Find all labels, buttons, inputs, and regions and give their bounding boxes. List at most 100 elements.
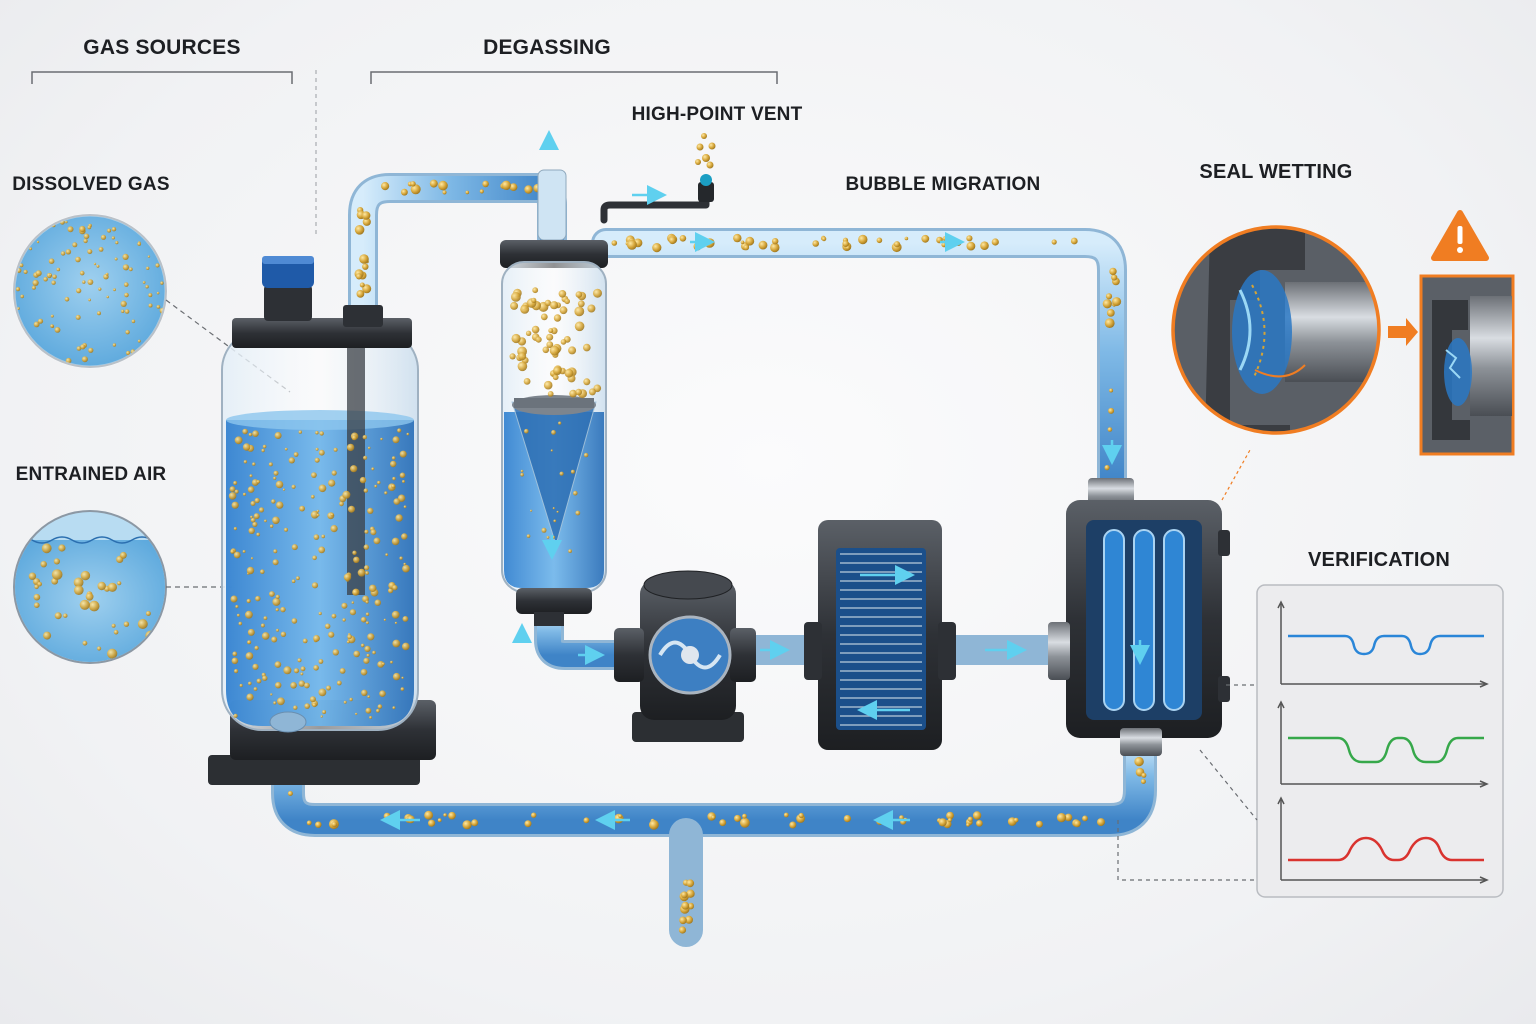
bubble	[734, 814, 741, 822]
bubble	[258, 507, 265, 513]
label-bubble-migration: BUBBLE MIGRATION	[846, 174, 1041, 195]
bubble	[363, 544, 369, 550]
bubble	[322, 710, 327, 714]
bubble	[287, 791, 293, 796]
bubble	[311, 582, 319, 589]
bubble	[123, 621, 130, 627]
bubble	[256, 480, 260, 484]
bubble	[361, 211, 371, 220]
bubble	[604, 821, 609, 826]
tank-bubbles	[228, 428, 410, 719]
bubble	[318, 546, 326, 554]
bubble	[544, 299, 552, 307]
bubble	[380, 437, 383, 441]
bubble	[482, 180, 489, 188]
bubble	[272, 559, 279, 566]
bubble	[247, 640, 252, 645]
bubble	[53, 558, 61, 565]
bubble	[252, 521, 258, 528]
warning-triangle-icon	[1431, 210, 1489, 261]
bubble	[20, 294, 25, 299]
bubble	[972, 811, 982, 820]
bubble	[137, 619, 148, 629]
bubble	[546, 333, 554, 341]
bubble	[511, 333, 521, 344]
bubble	[293, 668, 300, 674]
bracket-degassing	[370, 71, 778, 84]
flow-arrows	[380, 130, 1150, 830]
bubble	[1073, 820, 1081, 828]
bubble	[242, 428, 248, 435]
bubble	[254, 645, 259, 651]
bubble	[273, 701, 277, 705]
bubble	[471, 819, 479, 827]
bubble	[245, 610, 253, 619]
bubble	[687, 903, 695, 910]
bubble	[376, 708, 380, 713]
bubble	[1070, 237, 1078, 245]
bubble	[573, 490, 578, 496]
bubble	[397, 428, 402, 433]
bubble	[363, 455, 368, 460]
verification-panel	[1256, 584, 1504, 898]
bubble	[402, 642, 410, 651]
bubble	[331, 821, 338, 828]
bubble	[520, 469, 524, 473]
bubble	[98, 247, 104, 252]
bubble	[131, 319, 136, 324]
bubble	[239, 683, 243, 688]
bubble	[577, 300, 585, 308]
bubble	[342, 490, 351, 499]
bubble	[549, 345, 560, 356]
bubble	[1105, 293, 1113, 300]
bubble	[392, 639, 401, 648]
bubble	[384, 491, 388, 495]
bubble	[137, 339, 141, 343]
bubble	[43, 276, 48, 282]
bubble	[282, 488, 286, 491]
bubble	[364, 565, 370, 571]
bubble	[79, 599, 90, 610]
bubble	[248, 432, 253, 437]
bubble	[392, 476, 396, 481]
bubble	[370, 529, 377, 536]
bubble	[314, 457, 320, 463]
bubble	[250, 515, 253, 519]
bubble	[330, 525, 338, 533]
bubble	[273, 549, 278, 554]
bubble	[946, 811, 954, 820]
bubble	[783, 812, 789, 818]
bubble	[137, 242, 142, 246]
bubble	[1013, 817, 1019, 823]
bubble	[392, 585, 398, 591]
bubble	[364, 645, 371, 653]
bubble	[105, 272, 109, 276]
bubble	[876, 237, 883, 244]
bubble	[501, 180, 511, 190]
trace-plot-2	[1277, 700, 1489, 788]
bubble	[291, 544, 298, 551]
bubble	[553, 314, 562, 322]
bubble	[64, 296, 70, 302]
bubble	[325, 623, 331, 629]
bubble	[54, 327, 61, 333]
bubble	[400, 687, 405, 691]
bubble	[568, 346, 577, 355]
bubble	[574, 306, 585, 317]
bubble	[921, 234, 930, 243]
bubble	[145, 354, 150, 359]
bubble	[390, 460, 397, 468]
bubble	[107, 648, 118, 659]
bubble	[250, 557, 254, 560]
bubble	[122, 253, 129, 260]
bubble	[685, 915, 693, 924]
bubble	[1107, 427, 1113, 432]
bubble	[27, 351, 32, 355]
bubble	[381, 182, 390, 191]
bubble	[339, 668, 346, 674]
bubble	[34, 602, 40, 608]
bubble	[511, 292, 521, 302]
bubble	[374, 599, 381, 606]
bubble	[587, 304, 596, 313]
bubble	[31, 285, 36, 290]
